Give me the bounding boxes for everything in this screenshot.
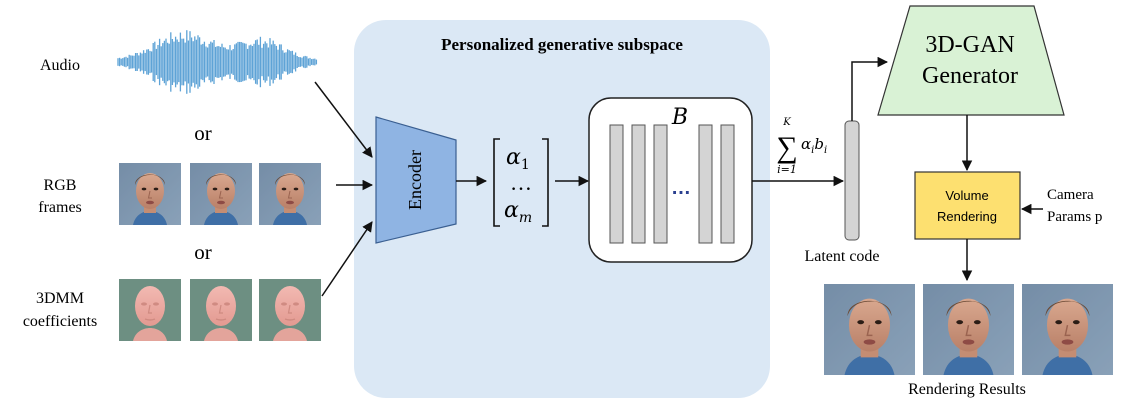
sum-term: αibi [801, 135, 827, 156]
camera-params-line1: Camera [1047, 187, 1094, 203]
rendering-results-label: Rendering Results [908, 381, 1026, 398]
basis-label: B [671, 105, 688, 130]
3dmm-render-1 [119, 279, 181, 341]
3dmm-label-line2: coefficients [23, 313, 97, 330]
sum-upper-limit: K [782, 117, 791, 128]
basis-vector-bar [720, 124, 735, 244]
3dmm-render-3 [259, 279, 321, 341]
generator-label-line2: Generator [922, 63, 1018, 89]
latent-code-bar [844, 120, 860, 241]
rgb-frame-3 [259, 163, 321, 225]
rendering-result-3 [1022, 284, 1113, 375]
basis-vector-bar [653, 124, 668, 244]
basis-vector-bar [609, 124, 624, 244]
rgb-frame-2 [190, 163, 252, 225]
rgb-frame-1 [119, 163, 181, 225]
rgb-label-line1: RGB [44, 177, 77, 194]
3dmm-renders [119, 279, 321, 341]
arrow-audio-to-encoder [314, 81, 373, 158]
vector-last-entry: αm [504, 198, 532, 226]
3dmm-label-line1: 3DMM [36, 290, 84, 307]
rgb-frames [119, 163, 321, 225]
audio-label: Audio [40, 57, 80, 74]
encoder-label: Encoder [405, 150, 425, 210]
subspace-title: Personalized generative subspace [441, 35, 683, 54]
vector-right-bracket [542, 138, 549, 227]
encoder-block [375, 116, 457, 244]
vector-left-bracket [493, 138, 500, 227]
or-label-bottom: or [194, 240, 212, 264]
basis-vector-bar [631, 124, 646, 244]
latent-code-label: Latent code [804, 248, 879, 265]
rgb-label-line2: frames [38, 199, 82, 216]
rendering-result-1 [824, 284, 915, 375]
basis-vector-bar [698, 124, 713, 244]
basis-vectors [609, 124, 735, 244]
or-label-top: or [194, 121, 212, 145]
generator-label-line1: 3D-GAN [925, 32, 1014, 58]
3dmm-render-2 [190, 279, 252, 341]
rendering-result-2 [923, 284, 1014, 375]
sum-lower-limit: i=1 [777, 163, 797, 176]
volume-rendering-line1: Volume [945, 188, 988, 203]
sum-sigma: ∑ [776, 131, 797, 164]
sum-formula: K ∑ i=1 αibi [776, 117, 827, 176]
volume-rendering-line2: Rendering [937, 209, 997, 224]
vector-ellipsis: … [510, 170, 532, 195]
arrow-latent-to-generator [851, 56, 889, 121]
basis-ellipsis: … [671, 177, 691, 199]
coefficient-vector: α1 … αm [493, 138, 549, 227]
arrow-3dmm-to-encoder [321, 221, 373, 297]
camera-params-line2: Params p [1047, 209, 1102, 225]
audio-waveform [117, 30, 318, 94]
vector-first-entry: α1 [506, 145, 530, 173]
generator-block [877, 5, 1065, 116]
rendering-results [824, 284, 1113, 375]
volume-rendering-block [914, 171, 1021, 240]
